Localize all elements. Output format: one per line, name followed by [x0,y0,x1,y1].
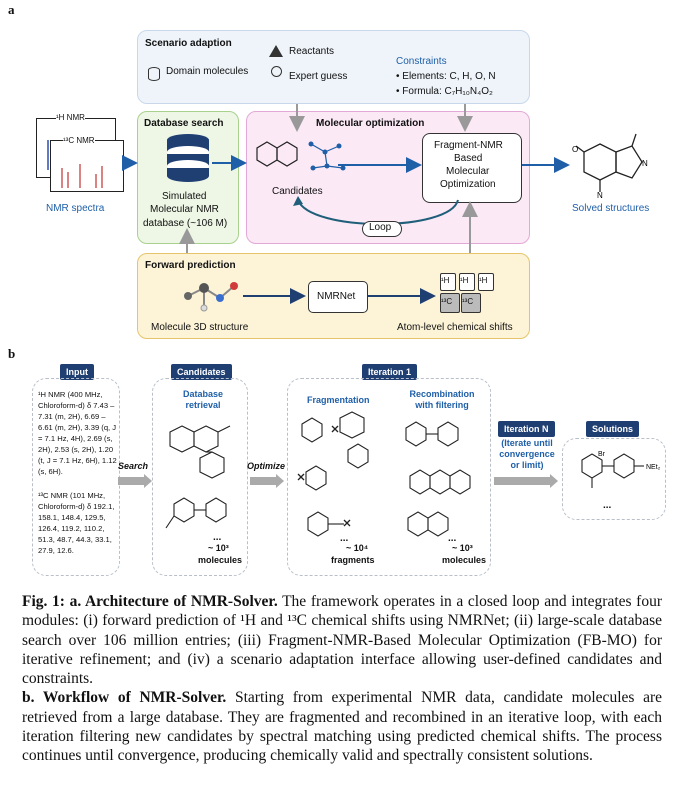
db-text-1: Simulated [162,191,207,202]
input-tag: Input [60,364,94,380]
db-text-3: database (~106 M) [143,218,228,229]
panel-a-arrows [122,104,570,304]
panel-b-label: b [8,346,16,361]
scenario-title: Scenario adaption [145,38,232,49]
recomb-ellipsis: ... [448,533,457,544]
caption-a-title: a. Architecture of NMR-Solver. [69,593,278,610]
flask-icon [269,45,283,57]
solutions-tag: Solutions [586,421,639,437]
caption-a-text: The framework operates in a closed loop … [22,593,662,688]
search-label: Search [118,461,149,471]
fragmentation-label: Fragmentation [307,395,370,405]
db-text-2: Molecular NMR [150,204,219,215]
db-retrieval-label: Database retrieval [182,389,224,410]
fbmo-box [422,133,522,203]
input-c-nmr: ¹³C NMR (101 MHz, Chloroform-d) δ 192.1,… [38,491,115,555]
iteration-n-tag: Iteration N [498,421,555,437]
optimize-arrow [250,474,284,488]
caption-b-text: Starting from experimental NMR data, can… [22,689,663,765]
c-nmr-peaks [61,164,103,188]
fbmo-line-3: Molecular [446,166,490,177]
fragments-ellipsis: ... [340,533,349,544]
recombined-molecules [405,421,471,537]
candidates-unit: molecules [198,555,243,565]
nmrnet-box [308,281,368,313]
candidate-molecule-1 [169,425,231,479]
iteration-n-note: (Iterate until convergence or limit) [499,438,555,470]
c-shift-label-2: ¹³C [462,297,474,306]
c-shift-cell-2 [461,293,481,313]
h-shift-cell-2 [459,273,475,291]
scenario-box [137,30,530,104]
c-shift-label-1: ¹³C [441,297,453,306]
candidate-molecule-2 [165,497,227,529]
reactants-label: Reactants [289,46,335,57]
caption-b-title: b. Workflow of NMR-Solver. [22,689,227,707]
candidates-label: Candidates [272,186,323,197]
h-shift-label-3: ¹H [479,276,488,285]
fragments-unit: fragments [331,555,375,565]
chemical-shifts-label: Atom-level chemical shifts [397,322,513,333]
constraints-title: Constraints [396,56,447,67]
forward-prediction-title: Forward prediction [145,260,236,271]
loop-badge [362,221,402,237]
iteration-n-arrow [494,474,558,488]
nmr-spectra-caption: NMR spectra [46,203,105,214]
svg-text:NEt₂: NEt₂ [646,464,661,471]
svg-text:N: N [642,159,648,168]
svg-text:O: O [572,145,578,154]
h-shift-label-2: ¹H [460,276,469,285]
figure-caption: Fig. 1: a. Architecture of NMR-Solver. T… [22,593,663,765]
caption-fig-label: Fig. 1 [22,593,60,610]
c-shift-cell-1 [440,293,460,313]
h-shift-label-1: ¹H [441,276,450,285]
database-cylinder-icon [167,134,209,182]
expert-icon [271,66,282,77]
solutions-ellipsis: ... [603,500,612,511]
molecule-3d-icon [184,282,238,312]
constraint-elements: • Elements: C, H, O, N [396,71,496,82]
loop-label: Loop [369,222,392,233]
database-search-title: Database search [144,118,224,129]
h-shift-cell-1 [440,273,456,291]
svg-text:N: N [597,191,603,200]
nmrnet-label: NMRNet [317,291,356,302]
molecule-network-icon [308,141,346,171]
panel-a-label: a [8,2,15,17]
recomb-count: ~ 10³ [452,543,473,553]
constraint-formula: • Formula: C₇H₁₀N₄O₂ [396,86,493,97]
fragments-count: ~ 10⁴ [346,543,369,553]
h-shift-cell-3 [478,273,494,291]
iteration-1-box [287,378,491,576]
candidates-ellipsis: ... [213,532,222,543]
search-arrow [118,474,152,488]
naphthalene-icon [256,141,298,167]
input-h-nmr: ¹H NMR (400 MHz, Chloroform-d) δ 7.43 – … [38,390,117,476]
fbmo-line-2: Based [454,153,483,164]
solution-molecule: NEt₂ Br [581,451,661,488]
database-icon [148,67,160,81]
h-nmr-label: ¹H NMR [56,113,85,123]
recomb-unit: molecules [442,555,487,565]
molecular-optimization-title: Molecular optimization [316,118,425,129]
fragment-molecules [297,411,369,537]
candidates-count: ~ 10³ [208,543,229,553]
c-nmr-label: ¹³C NMR [63,136,95,146]
candidates-box [152,378,248,576]
svg-text:Br: Br [598,451,606,458]
molecule-3d-label: Molecule 3D structure [151,322,249,333]
fbmo-line-4: Optimization [440,179,496,190]
domain-molecules-label: Domain molecules [166,66,249,77]
recombination-label: Recombination with filtering [409,389,475,410]
solved-structure-icon: O N N [572,133,648,200]
expert-guess-label: Expert guess [289,71,348,82]
optimize-label: Optimize [247,461,286,471]
solved-structures-label: Solved structures [572,203,650,214]
fbmo-line-1: Fragment-NMR [434,140,503,151]
candidates-tag: Candidates [171,364,232,380]
iteration-1-tag: Iteration 1 [362,364,418,380]
solutions-box [562,438,666,520]
